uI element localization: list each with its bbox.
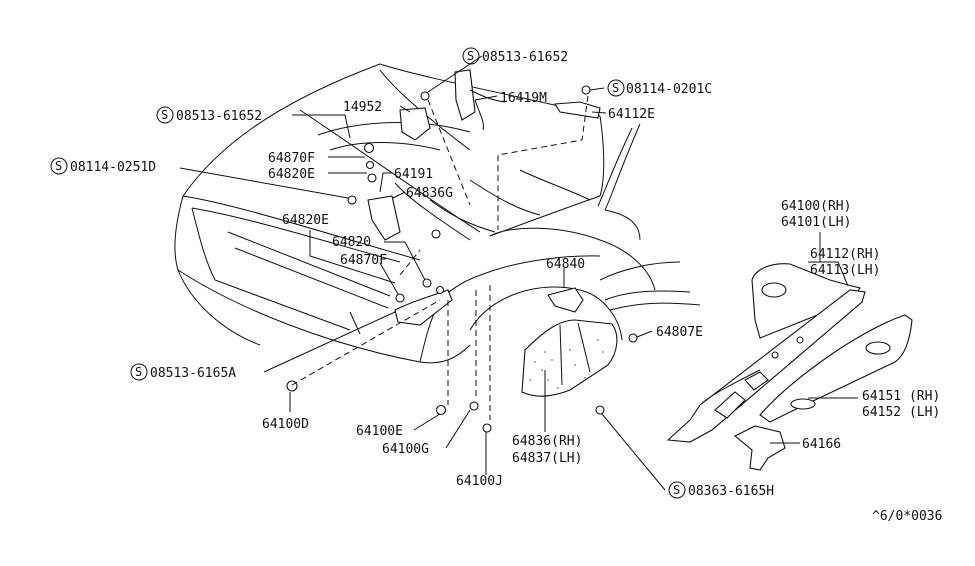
svg-text:S: S [612, 81, 619, 95]
svg-text:S: S [673, 483, 680, 497]
part-labels: 08513-61652 16419M 08114-0201C 14952 085… [70, 50, 942, 524]
part-label: 08513-6165A [150, 366, 236, 381]
reference-code: ^6/0*0036 [872, 509, 942, 524]
screw-symbol-icon: S [130, 363, 148, 381]
part-label: 08513-61652 [482, 50, 568, 65]
part-label: 08114-0201C [626, 82, 712, 97]
front-rail-assembly [666, 263, 913, 471]
part-label: 64820E [268, 167, 315, 182]
screw-symbol-icon: S [156, 106, 174, 124]
svg-text:S: S [135, 365, 142, 379]
part-label: 64100D [262, 417, 309, 432]
part-label: 16419M [500, 91, 547, 106]
part-label: 64840 [546, 257, 585, 272]
part-label: 64191 [394, 167, 433, 182]
part-label: 64166 [802, 437, 841, 452]
part-label: 64101(LH) [781, 215, 851, 230]
part-label: 64820 [332, 235, 371, 250]
part-label: 08363-6165H [688, 484, 774, 499]
part-label: 64870F [268, 151, 315, 166]
part-label: 64100J [456, 474, 503, 489]
part-label: 64113(LH) [810, 263, 880, 278]
part-label: 64820E [282, 213, 329, 228]
part-label: 08513-61652 [176, 109, 262, 124]
part-label: 64100E [356, 424, 403, 439]
part-label: 64100(RH) [781, 199, 851, 214]
screw-symbols: S S S S S S [50, 47, 686, 499]
svg-text:S: S [55, 159, 62, 173]
part-label: 14952 [343, 100, 382, 115]
part-label: 64807E [656, 325, 703, 340]
svg-text:S: S [467, 49, 474, 63]
parts-small [286, 69, 638, 433]
screw-symbol-icon: S [668, 481, 686, 499]
part-label: 64836(RH) [512, 434, 582, 449]
assembly-lines [291, 95, 589, 420]
part-label: 64837(LH) [512, 451, 582, 466]
part-label: 64112(RH) [810, 247, 880, 262]
svg-text:S: S [161, 108, 168, 122]
part-label: 64836G [406, 186, 453, 201]
screw-symbol-icon: S [50, 157, 68, 175]
part-label: 64151 (RH) [862, 389, 940, 404]
part-label: 64870F [340, 253, 387, 268]
part-label: 64100G [382, 442, 429, 457]
screw-symbol-icon: S [607, 79, 625, 97]
screw-symbol-icon: S [462, 47, 480, 65]
part-label: 64152 (LH) [862, 405, 940, 420]
part-label: 64112E [608, 107, 655, 122]
part-label: 08114-0251D [70, 160, 156, 175]
splash-shield [521, 319, 618, 397]
leader-lines [179, 55, 858, 491]
